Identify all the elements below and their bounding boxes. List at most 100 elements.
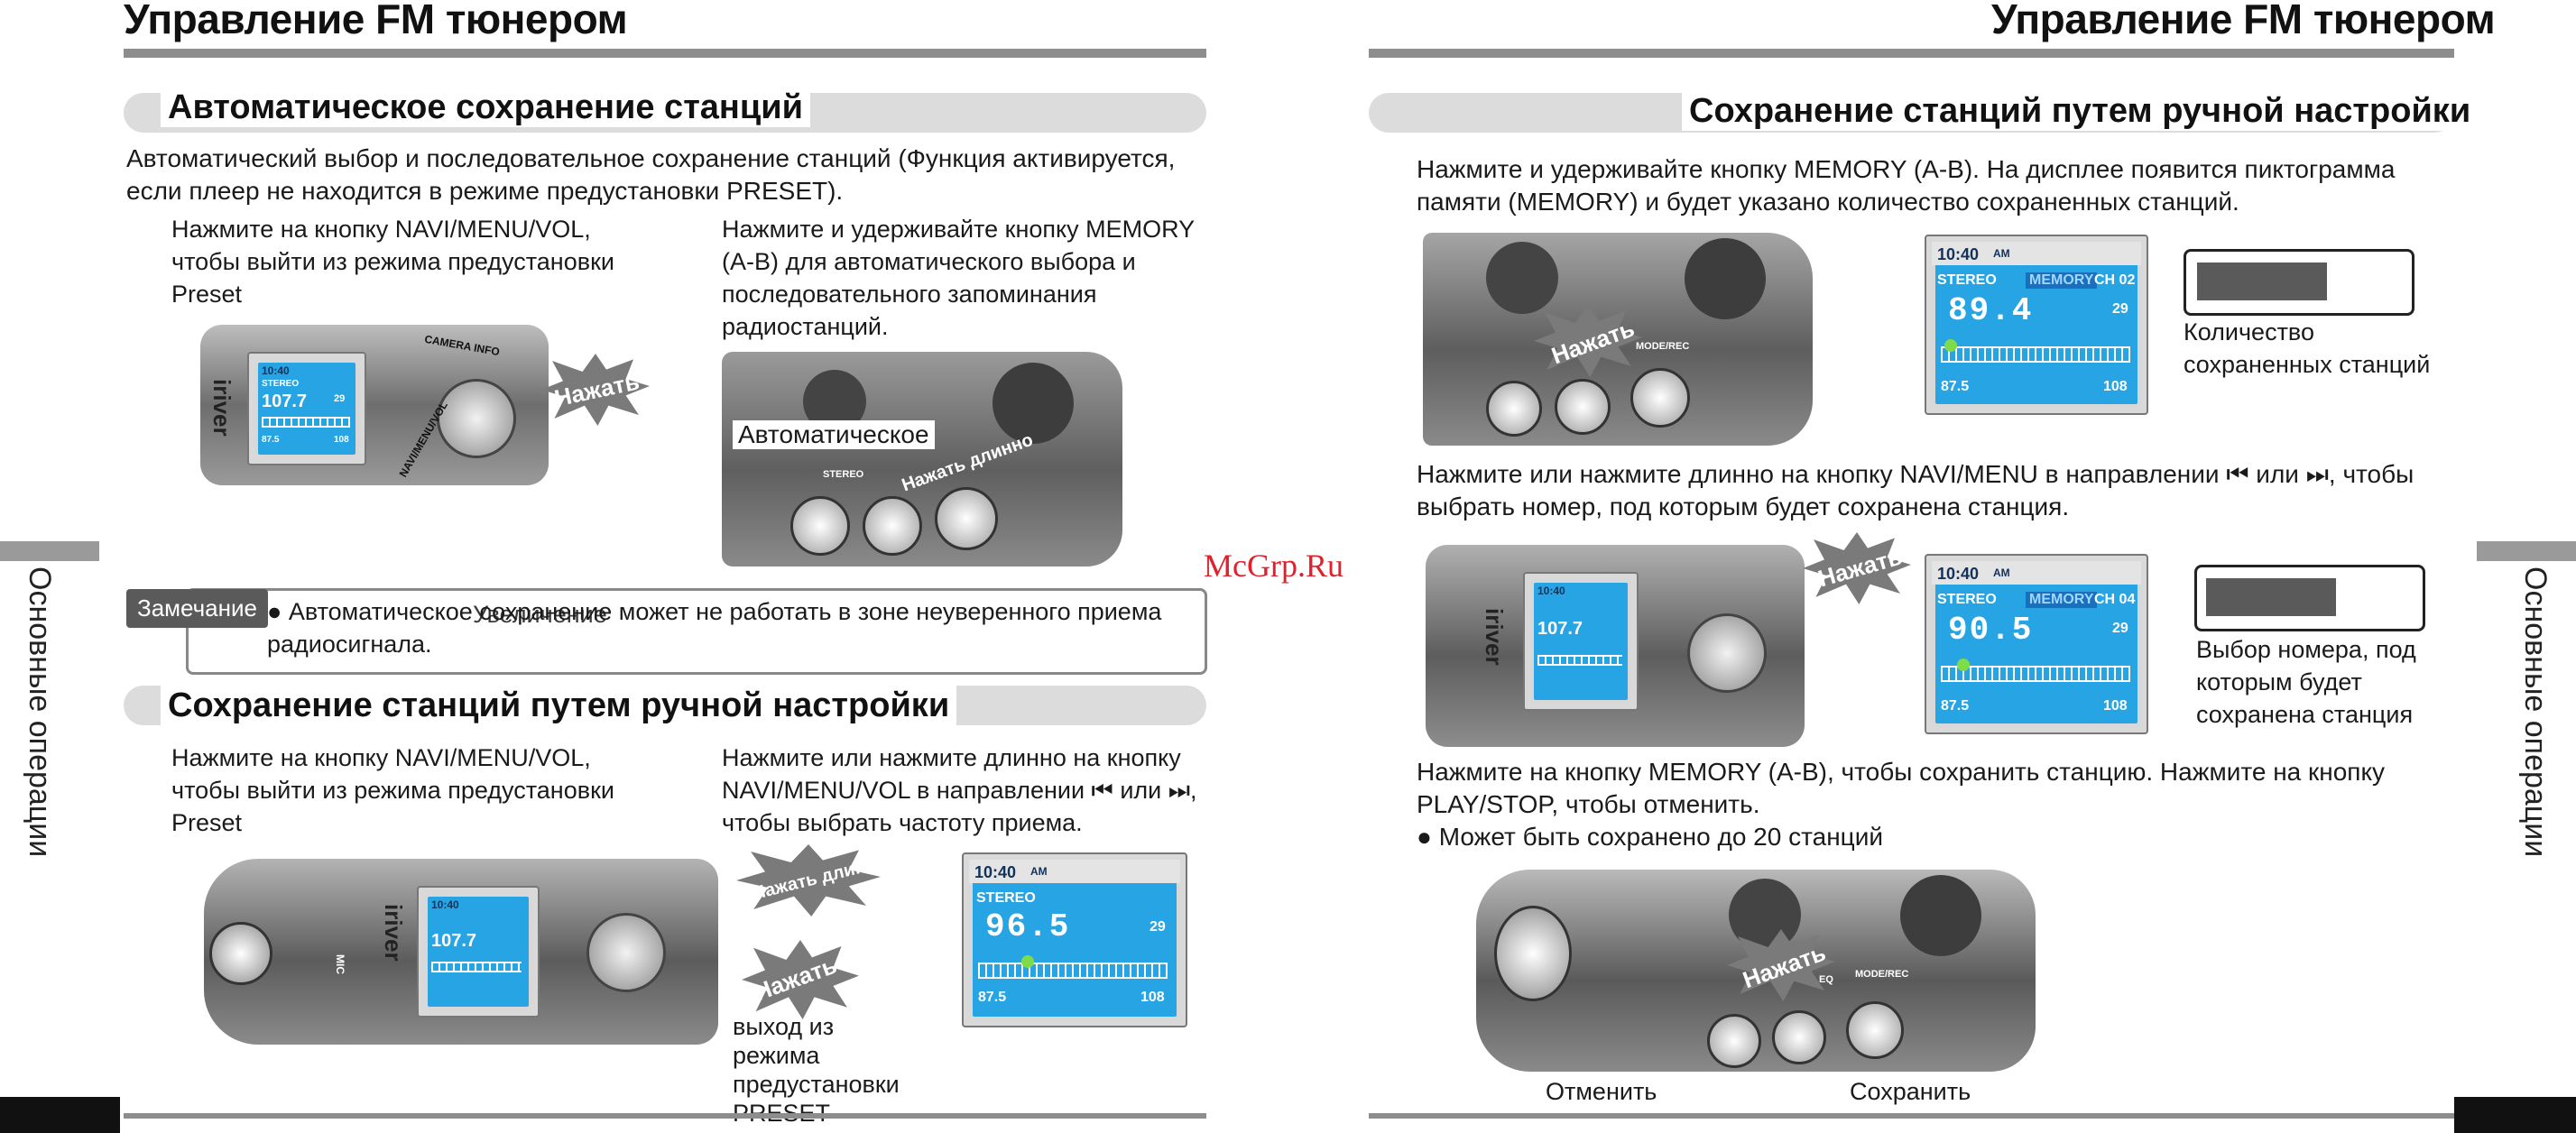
- lcd-panel-left: 10:40 AM STEREO 96.5 29 87.5 108: [962, 852, 1187, 1027]
- lcd-channel-max: 108: [2103, 698, 2128, 714]
- left-side-label: Основные операции: [23, 566, 57, 858]
- player2-screen-time: 10:40: [431, 898, 459, 911]
- lcd-memory-badge: MEMORY: [2026, 272, 2098, 289]
- manual-step2: Нажмите или нажмите длинно на кнопку NAV…: [722, 744, 1197, 836]
- right-mode-label-3: MODE/REC: [1855, 969, 1909, 980]
- right-mode-rec-label: MODE/REC: [1636, 341, 1690, 352]
- note-overlay-label: Увеличение: [473, 601, 607, 628]
- right-bullet: ● Может быть сохранено до 20 станций: [1417, 821, 1883, 853]
- button-mode-rec[interactable]: [935, 487, 998, 550]
- auto-step1: Нажмите на кнопку NAVI/MENU/VOL, чтобы в…: [171, 216, 614, 308]
- right-header-rule: [1369, 49, 2454, 58]
- lcd-channel-min: 87.5: [1941, 698, 1970, 714]
- auto-intro: Автоматический выбор и последовательное …: [126, 144, 1176, 205]
- right-button-mode-rec[interactable]: [1630, 368, 1690, 428]
- note-bullet: ●: [267, 598, 289, 625]
- callout-2-text: Выбор номера, под которым будет сохранен…: [2196, 636, 2416, 728]
- lcd-memory-ch: CH 02: [2094, 272, 2136, 288]
- lcd-panel-channel: 10:40 AM STEREO MEMORY CH 04 90.5 29 87.…: [1925, 554, 2148, 734]
- lcd-channel-freq: 90.5: [1948, 612, 2034, 649]
- player-screen-scale: [262, 417, 350, 428]
- lcd-channel-am: AM: [1993, 566, 2010, 579]
- lcd-memory-marker: [1944, 339, 1957, 352]
- left-footer-block: [0, 1097, 120, 1133]
- note-text: ● Автоматическое сохранение может не раб…: [267, 595, 1187, 660]
- cancel-label: Отменить: [1546, 1078, 1657, 1105]
- right-player2-screen-frame: 10:40 107.7: [1523, 572, 1639, 711]
- right-player-closeup-1: MODE/REC: [1423, 233, 1813, 446]
- player2-screen: 10:40 107.7: [424, 893, 532, 1010]
- lcd-left-am: AM: [1030, 865, 1048, 878]
- player-closeup-memory: STEREO Нажать длинно: [722, 352, 1122, 566]
- right-step3: Нажмите на кнопку MEMORY (A-B), чтобы со…: [1417, 758, 2386, 818]
- left-page-header: Управление FM тюнером: [124, 0, 628, 42]
- watermark: McGrp.Ru: [1204, 548, 1343, 584]
- right-navi-joystick[interactable]: [1687, 613, 1767, 693]
- lcd-channel-ch: CH 04: [2094, 592, 2136, 607]
- lcd-panel-memory: 10:40 AM STEREO MEMORY CH 02 89.4 29 87.…: [1925, 235, 2148, 415]
- navi-joystick-2[interactable]: [586, 913, 666, 992]
- callout-box-2: [2194, 565, 2425, 631]
- lcd-memory-scale: [1941, 346, 2130, 363]
- left-footer-rule: [124, 1113, 1206, 1119]
- button-memory[interactable]: [863, 496, 922, 556]
- player-screen-freq: 107.7: [262, 391, 308, 411]
- speaker-grille-2: [993, 363, 1074, 444]
- lcd-left-topbar: [969, 860, 1180, 883]
- right-player2-logo: iriver: [1481, 608, 1508, 666]
- lcd-channel-marker: [1957, 659, 1970, 671]
- lcd-memory-max: 108: [2103, 379, 2128, 394]
- right-step1: Нажмите и удерживайте кнопку MEMORY (A-B…: [1417, 155, 2396, 216]
- left-side-tab: [0, 541, 99, 561]
- lcd-memory-time: 10:40: [1937, 245, 1980, 263]
- player-screen-frame: 10:40 STEREO 107.7 29 87.5 108: [247, 352, 366, 465]
- right-side-knob[interactable]: [1494, 906, 1572, 1001]
- lcd-memory-screen: 10:40 AM STEREO MEMORY CH 02 89.4 29 87.…: [1932, 242, 2141, 408]
- section-title-auto: Автоматическое сохранение станций: [161, 88, 810, 127]
- player-illustration-2: MIC 10:40 107.7 iriver: [204, 859, 718, 1045]
- lcd-memory-topbar: [1932, 242, 2141, 265]
- auto-label: Автоматическое: [733, 420, 935, 449]
- player2-screen-freq: 107.7: [431, 931, 477, 951]
- navi-joystick[interactable]: [437, 379, 516, 458]
- player2-logo: iriver: [380, 904, 407, 962]
- player-screen-max: 108: [334, 435, 349, 445]
- lcd-left-scale: [978, 963, 1168, 979]
- cancel-button[interactable]: [1707, 1014, 1761, 1068]
- note-text-body: Автоматическое сохранение может не работ…: [267, 598, 1162, 658]
- lcd-memory-stereo: STEREO: [1937, 272, 1997, 288]
- right-step2: Нажмите или нажмите длинно на кнопку NAV…: [1417, 460, 2414, 520]
- lcd-memory-am: AM: [1993, 247, 2010, 260]
- player-screen-time: 10:40: [262, 364, 290, 377]
- player-screen: 10:40 STEREO 107.7 29 87.5 108: [254, 359, 359, 458]
- stereo-btn-label: STEREO: [823, 469, 864, 480]
- right-player2-time: 10:40: [1537, 585, 1565, 597]
- right-button-stereo[interactable]: [1486, 381, 1542, 437]
- right-button-memory[interactable]: [1555, 379, 1611, 435]
- right-mode-button[interactable]: [1846, 1001, 1904, 1059]
- lcd-channel-time: 10:40: [1937, 565, 1980, 583]
- lcd-channel-badge: MEMORY: [2026, 592, 2098, 608]
- lcd-memory-freq: 89.4: [1948, 292, 2034, 329]
- player-knob[interactable]: [209, 922, 272, 985]
- save-button[interactable]: [1772, 1010, 1826, 1064]
- right-page-header: Управление FM тюнером: [1991, 0, 2496, 42]
- right-player-2: 10:40 107.7 iriver: [1426, 545, 1805, 747]
- manual-step1: Нажмите на кнопку NAVI/MENU/VOL, чтобы в…: [171, 744, 614, 836]
- player2-screen-frame: 10:40 107.7: [417, 886, 540, 1018]
- right-player2-screen: 10:40 107.7: [1530, 579, 1631, 704]
- button-stereo[interactable]: [790, 496, 850, 556]
- bullet-dot: ●: [1417, 823, 1439, 851]
- right-speaker-4: [1900, 875, 1981, 956]
- right-player2-freq: 107.7: [1537, 619, 1583, 639]
- section-title-manual: Сохранение станций путем ручной настройк…: [161, 686, 957, 725]
- lcd-memory-level: 29: [2112, 301, 2128, 317]
- callout-1-highlight: [2197, 263, 2327, 300]
- lcd-left-max: 108: [1140, 990, 1165, 1005]
- lcd-left-screen: 10:40 AM STEREO 96.5 29 87.5 108: [969, 860, 1180, 1020]
- exit-preset-label: выход из режима предустановки PRESET: [733, 1013, 900, 1127]
- callout-1-text: Количество сохраненных станций: [2184, 318, 2431, 378]
- right-side-tab: [2477, 541, 2576, 561]
- lcd-left-time: 10:40: [974, 863, 1017, 881]
- player2-screen-scale: [431, 962, 522, 972]
